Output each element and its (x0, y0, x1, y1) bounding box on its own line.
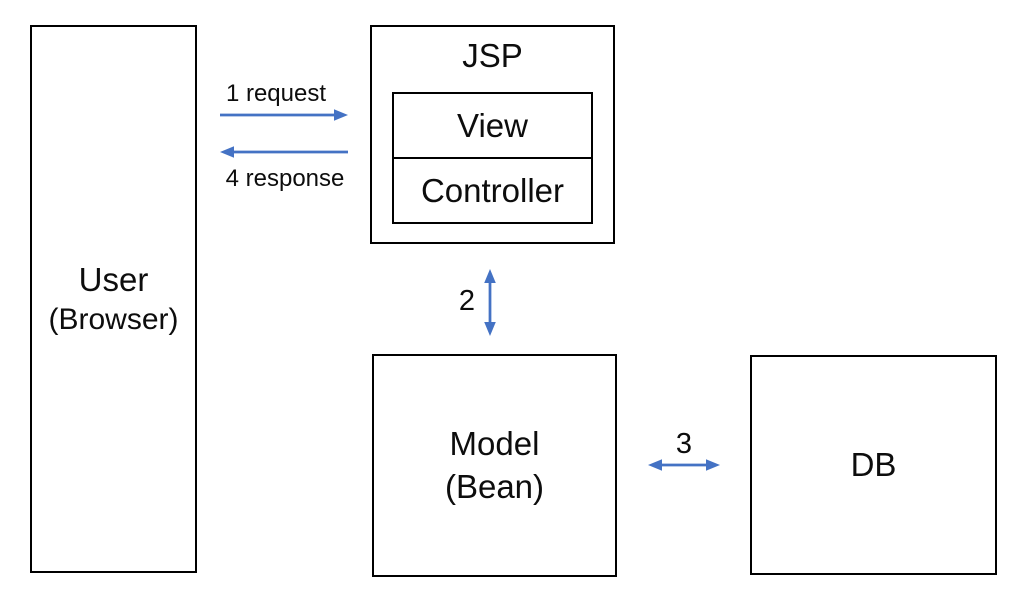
model-label: Model (449, 425, 540, 463)
db-label: DB (850, 445, 897, 483)
user-sublabel: (Browser) (48, 302, 179, 336)
model-bean-box: Model (Bean) (372, 354, 617, 577)
jsp-model-arrow (484, 269, 496, 336)
model-sublabel: (Bean) (444, 467, 545, 505)
model-label-stack: Model (Bean) (374, 356, 615, 575)
db-label-stack: DB (752, 357, 995, 573)
controller-cell: Controller (420, 171, 565, 209)
view-cell: View (394, 94, 591, 159)
user-browser-box: User (Browser) (30, 25, 197, 573)
step3-label: 3 (675, 428, 693, 460)
db-box: DB (750, 355, 997, 575)
jsp-box: JSP View Controller (370, 25, 615, 244)
jsp-title: JSP (462, 37, 523, 74)
user-label-stack: User (Browser) (32, 27, 195, 571)
request-arrow-label: 1 request (225, 80, 327, 107)
step2-label: 2 (458, 285, 475, 317)
user-label: User (78, 260, 149, 298)
request-arrow (220, 109, 348, 121)
response-arrow (220, 146, 348, 158)
view-controller-box: View Controller (392, 92, 593, 224)
response-arrow-label: 4 response (225, 165, 345, 192)
